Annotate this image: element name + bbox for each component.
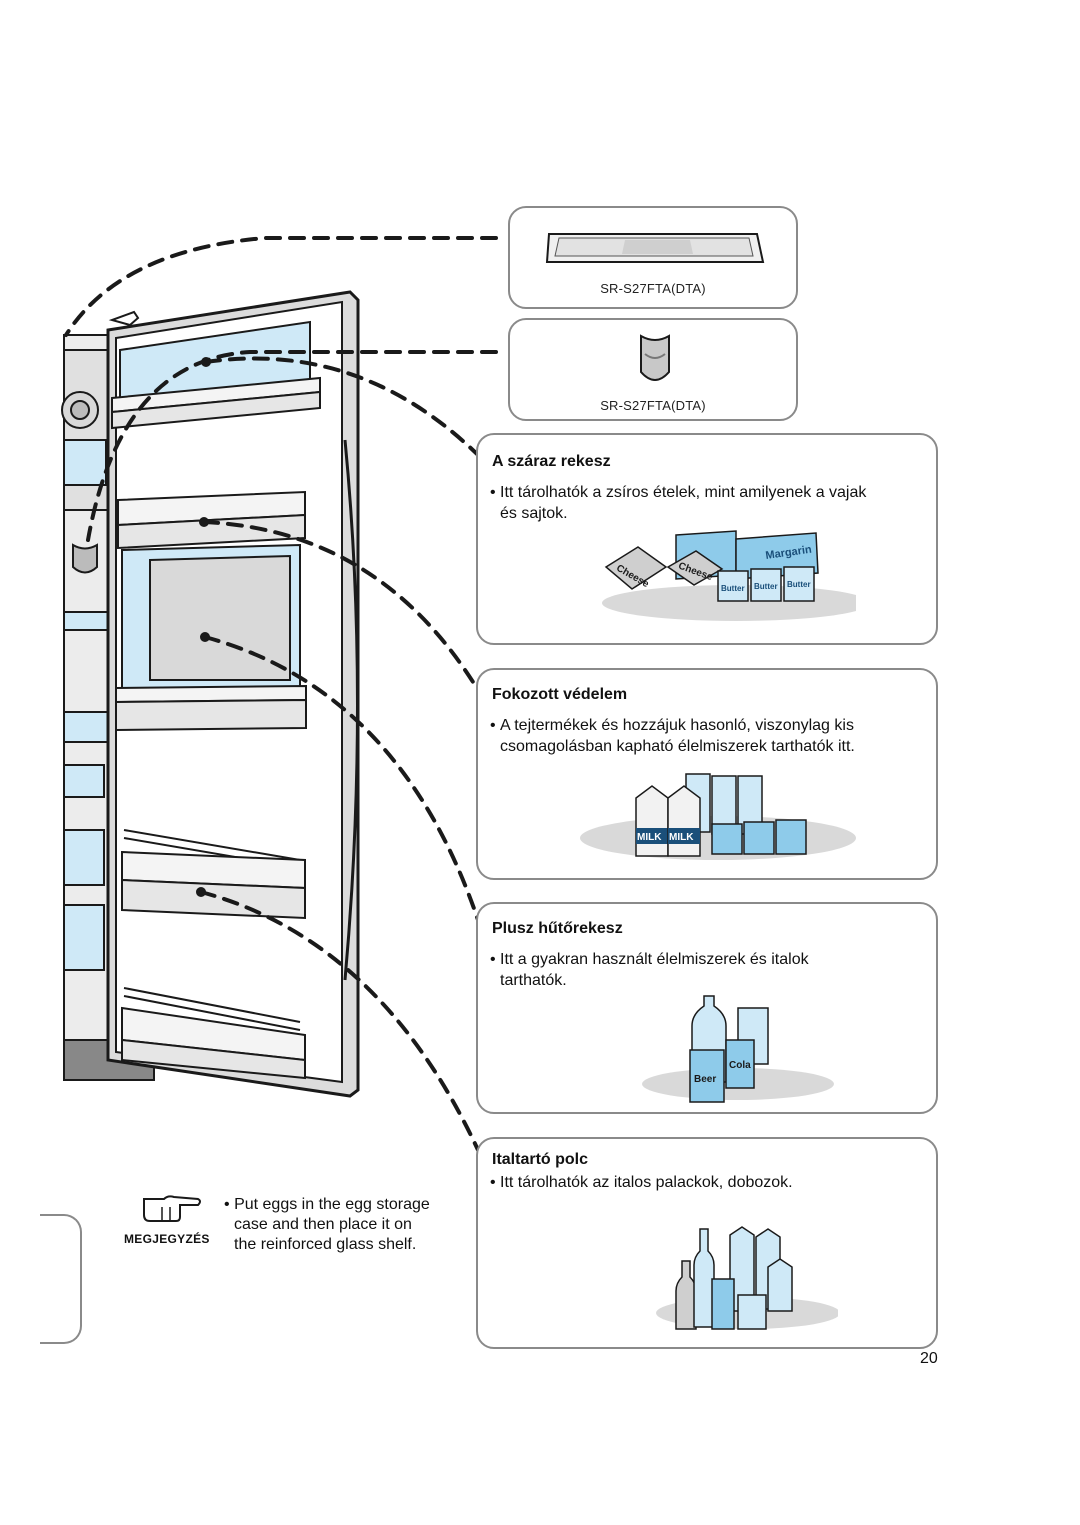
cheese-butter-image: Margarin Cheese Cheese Butter Butter But…	[602, 530, 856, 621]
section-title: A száraz rekesz	[492, 453, 611, 470]
note-area: MEGJEGYZÉS • Put eggs in the egg storage…	[124, 1191, 454, 1261]
package-label: Butter	[754, 582, 778, 591]
section-title: Fokozott védelem	[492, 686, 628, 703]
shelf-thumbnail-image	[545, 233, 765, 263]
drinks-image: Beer Cola	[642, 995, 834, 1103]
thumbnail-box-holder: SR-S27FTA(DTA)	[508, 318, 798, 421]
pointing-hand-icon	[143, 1195, 201, 1222]
package-label: Cola	[729, 1060, 751, 1071]
section-guard-bin: Fokozott védelem •A tejtermékek és hozzá…	[476, 668, 938, 880]
thumbnail-model-label: SR-S27FTA(DTA)	[600, 281, 706, 296]
milk-dairy-image: MILK MILK	[580, 773, 856, 860]
section-description: •A tejtermékek és hozzájuk hasonló, visz…	[490, 717, 855, 755]
page-number: 20	[920, 1350, 938, 1367]
holder-thumbnail-image	[640, 334, 670, 381]
package-label: Beer	[694, 1074, 716, 1085]
package-label: Butter	[787, 580, 811, 589]
note-label: MEGJEGYZÉS	[124, 1232, 210, 1246]
note-text: • Put eggs in the egg storage case and t…	[224, 1196, 430, 1253]
section-beverage-shelf: Italtartó polc •Itt tárolhatók az italos…	[476, 1137, 938, 1349]
section-title: Plusz hűtőrekesz	[492, 920, 623, 937]
guard-bin	[115, 543, 307, 732]
bottles-cartons-image	[656, 1226, 838, 1330]
thumbnail-model-label: SR-S27FTA(DTA)	[600, 398, 706, 413]
package-label: Butter	[721, 584, 745, 593]
section-description: •Itt tárolhatók az italos palackok, dobo…	[490, 1174, 793, 1191]
side-tab-outline	[40, 1214, 82, 1344]
thumbnail-box-shelf: SR-S27FTA(DTA)	[508, 206, 798, 309]
section-dry-compartment: A száraz rekesz •Itt tárolhatók a zsíros…	[476, 433, 938, 645]
package-label: MILK	[669, 832, 694, 843]
package-label: MILK	[637, 832, 662, 843]
section-description: •Itt tárolhatók a zsíros ételek, mint am…	[490, 484, 867, 522]
section-title: Italtartó polc	[492, 1151, 589, 1168]
section-extra-cool: Plusz hűtőrekesz •Itt a gyakran használt…	[476, 902, 938, 1114]
leader-lines	[64, 236, 498, 1152]
section-description: •Itt a gyakran használt élelmiszerek és …	[490, 951, 809, 989]
